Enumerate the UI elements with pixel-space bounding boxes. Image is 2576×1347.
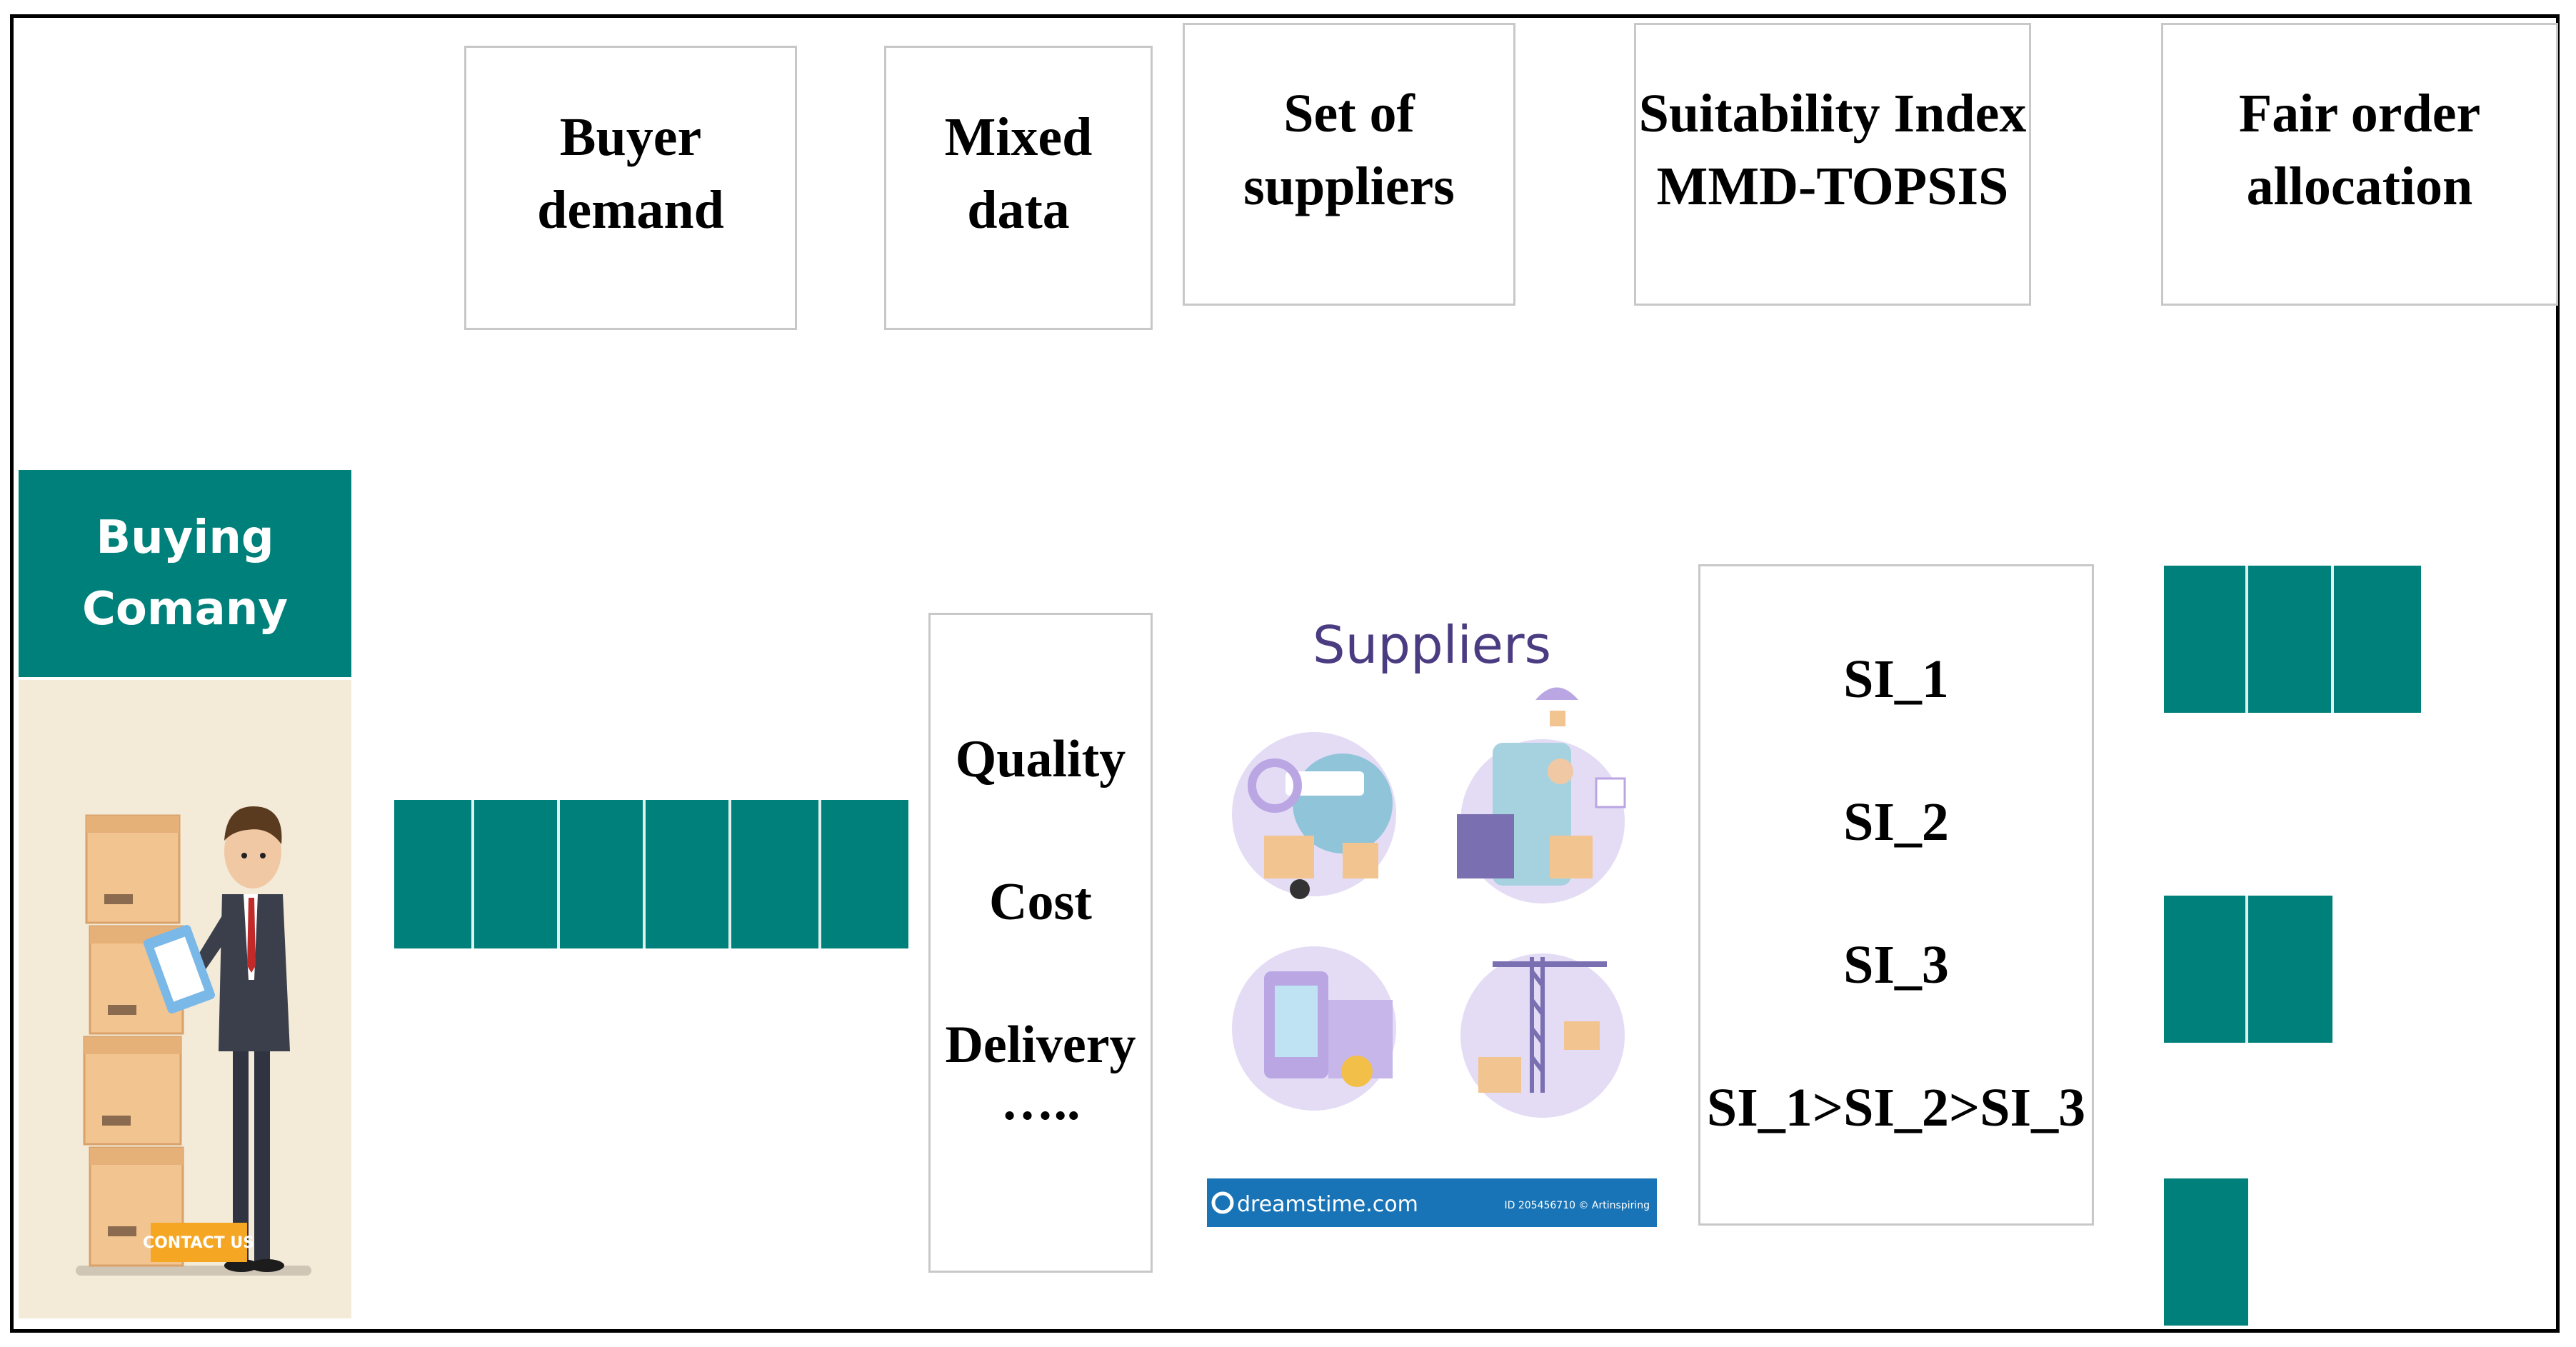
criteria-quality: Quality	[955, 730, 1126, 788]
supplier-quadrant-warehouse	[1232, 946, 1396, 1111]
buyer-demand-box: Buyer demand	[464, 46, 797, 330]
fair-order-allocation-box: Fair order allocation	[2161, 23, 2558, 306]
cell-divider	[2331, 566, 2334, 713]
businessman-illustration-svg: CONTACT US	[76, 806, 311, 1276]
businessman-figure	[143, 806, 290, 1272]
supplier-quadrant-search	[1232, 732, 1396, 899]
cell-divider	[818, 800, 821, 948]
cell-divider	[2245, 566, 2248, 713]
allocation-cell	[2164, 566, 2421, 713]
criteria-more: …..	[1001, 1073, 1081, 1131]
suitability-index-values-box: SI_1 SI_2 SI_3 SI_1>SI_2>SI_3	[1698, 564, 2094, 1226]
suppliers-illustration-svg: Suppliers	[1207, 615, 1657, 1227]
si-2: SI_2	[1843, 792, 1949, 852]
businessman-with-boxes-illustration: CONTACT US	[19, 680, 351, 1318]
allocation-cell	[2164, 1178, 2248, 1326]
cell-divider	[728, 800, 731, 948]
dreamstime-bar	[1207, 1178, 1657, 1227]
cell-divider	[643, 800, 646, 948]
dreamstime-watermark: dreamstime.com	[1237, 1192, 1418, 1217]
contact-us-label: CONTACT US	[143, 1234, 254, 1252]
supplier-quadrant-delivery	[1457, 739, 1626, 903]
criteria-cost: Cost	[989, 873, 1092, 931]
suppliers-illustration-title: Suppliers	[1313, 615, 1551, 675]
set-of-suppliers-box: Set of suppliers	[1183, 23, 1515, 306]
cell-divider	[2245, 896, 2248, 1043]
buying-company-header: Buying Comany	[19, 470, 351, 677]
suitability-index-box: Suitability Index MMD-TOPSIS	[1634, 23, 2031, 306]
cardboard-boxes	[83, 814, 184, 1267]
si-1: SI_1	[1843, 649, 1949, 709]
si-3: SI_3	[1843, 935, 1949, 995]
demand-cell	[394, 800, 908, 948]
mixed-data-box: Mixed data	[884, 46, 1153, 330]
diagram-frame	[10, 14, 2560, 1333]
criteria-delivery: Delivery	[945, 1016, 1136, 1074]
cell-divider	[471, 800, 474, 948]
cell-divider	[557, 800, 560, 948]
image-id-text: ID 205456710 © Artinspiring	[1505, 1200, 1650, 1211]
contact-us-button-shape	[151, 1223, 247, 1262]
supplier-quadrant-crane	[1460, 953, 1625, 1118]
allocation-cell	[2164, 896, 2332, 1043]
suppliers-illustration: Suppliers	[1207, 600, 1657, 1227]
buying-company-line1: Buying	[96, 511, 274, 564]
buying-company-line2: Comany	[81, 583, 289, 636]
si-ranking: SI_1>SI_2>SI_3	[1706, 1078, 2086, 1138]
criteria-box: Quality Cost Delivery …..	[928, 613, 1153, 1273]
